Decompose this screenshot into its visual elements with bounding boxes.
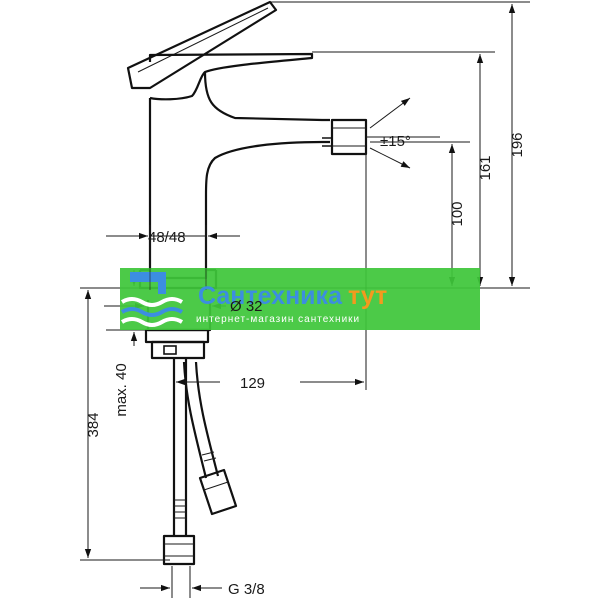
dim-hole-diameter: Ø 32 <box>230 298 263 315</box>
dim-base-width: 48/48 <box>148 229 186 246</box>
hose-straight <box>172 358 188 536</box>
dim-height-spout: 161 <box>477 155 494 180</box>
supply-hoses <box>162 358 238 566</box>
dim-thread: G 3/8 <box>228 581 265 598</box>
mounting-nut <box>144 328 210 344</box>
dim-height-outlet: 100 <box>449 201 466 226</box>
dim-max-thickness: max. 40 <box>113 363 130 416</box>
hose-fitting-bent <box>198 468 238 516</box>
faucet-head <box>148 52 314 101</box>
dim-swivel-angle: ±15° <box>380 133 411 150</box>
dim-reach: 129 <box>240 375 265 392</box>
hose-bent <box>182 361 220 479</box>
dim-height-total: 196 <box>509 132 526 157</box>
dimension-labels: 196 161 100 ±15° 48/48 Ø 32 129 max. 40 … <box>85 132 526 598</box>
watermark-subtitle: интернет-магазин сантехники <box>196 314 360 325</box>
faucet-column-right <box>203 71 330 270</box>
spout-aerator <box>330 118 368 156</box>
dimension-lines <box>80 1 530 598</box>
hose-fitting-bottom <box>162 534 196 566</box>
logo-icon <box>120 272 184 327</box>
lever-handle <box>126 0 278 90</box>
dim-hose-length: 384 <box>85 412 102 437</box>
